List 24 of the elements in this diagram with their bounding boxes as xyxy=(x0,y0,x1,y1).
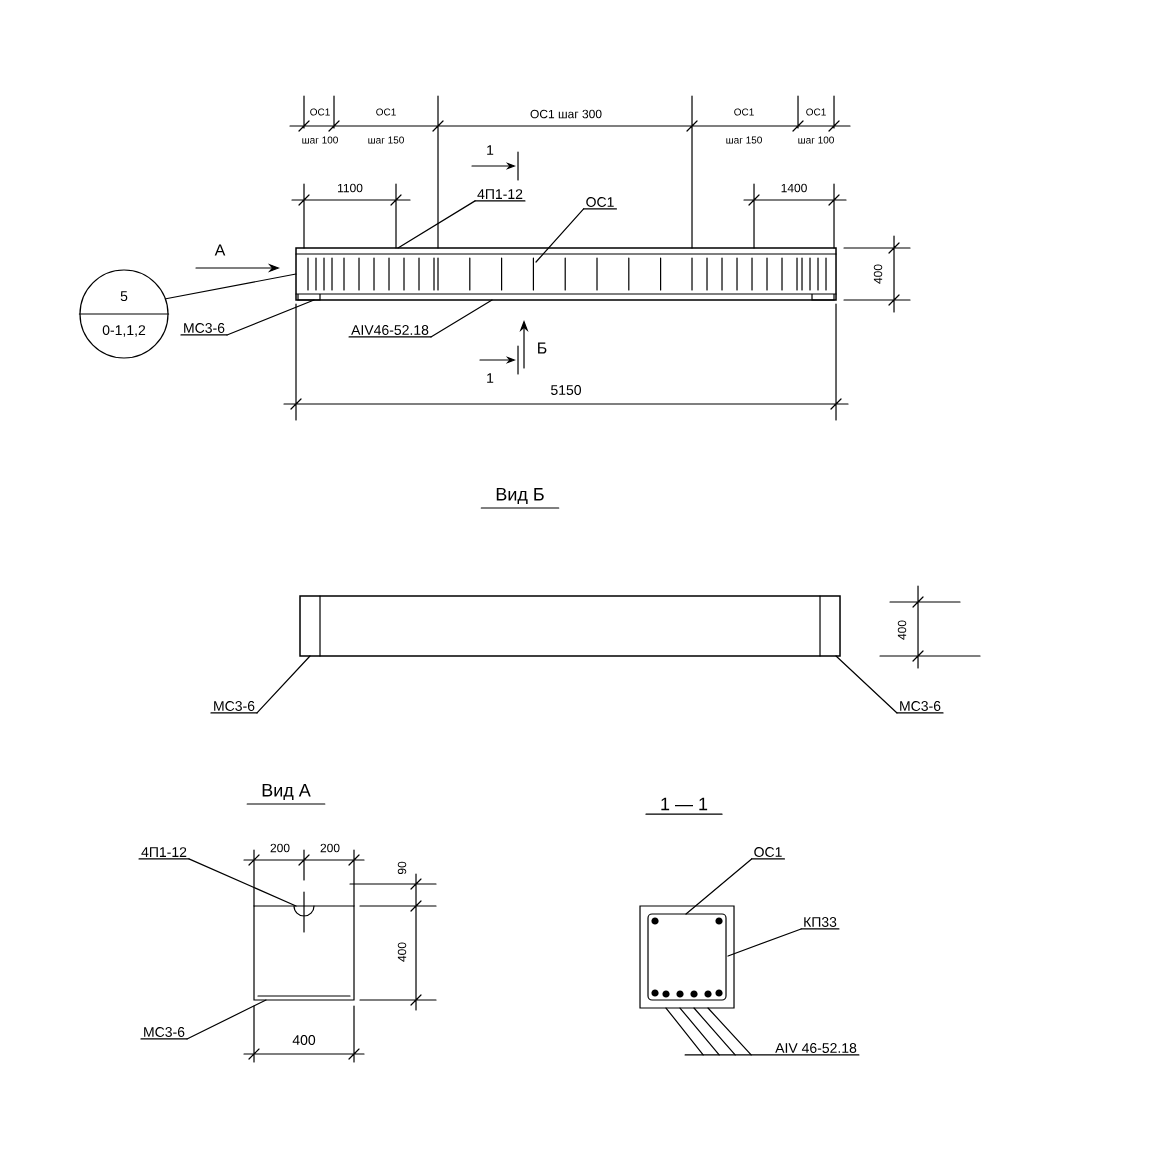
view-title: Вид А xyxy=(246,784,326,805)
leader-line xyxy=(835,655,898,714)
leader-line xyxy=(693,1007,736,1056)
section-title: 1 — 1 xyxy=(645,797,723,815)
leader-line xyxy=(165,273,297,300)
beam-drawing xyxy=(295,247,837,301)
view-letter: Б xyxy=(538,342,547,354)
leader-line xyxy=(727,928,802,957)
leader-line xyxy=(186,999,267,1040)
leader-line xyxy=(430,299,493,338)
leader-line xyxy=(256,655,311,714)
leader-line xyxy=(707,1007,752,1056)
leader-line xyxy=(685,858,753,915)
leader-line xyxy=(679,1007,720,1056)
leader-line xyxy=(188,858,297,907)
leader-line xyxy=(397,200,476,249)
cross-section-drawing xyxy=(639,905,735,1009)
leader-line xyxy=(535,208,585,263)
leader-line xyxy=(226,299,315,336)
view-letter: А xyxy=(214,244,226,256)
beam-drawing xyxy=(299,595,841,657)
leader-line xyxy=(665,1007,704,1056)
beam-end-drawing xyxy=(253,891,355,1001)
view-title: Вид Б xyxy=(480,488,560,509)
